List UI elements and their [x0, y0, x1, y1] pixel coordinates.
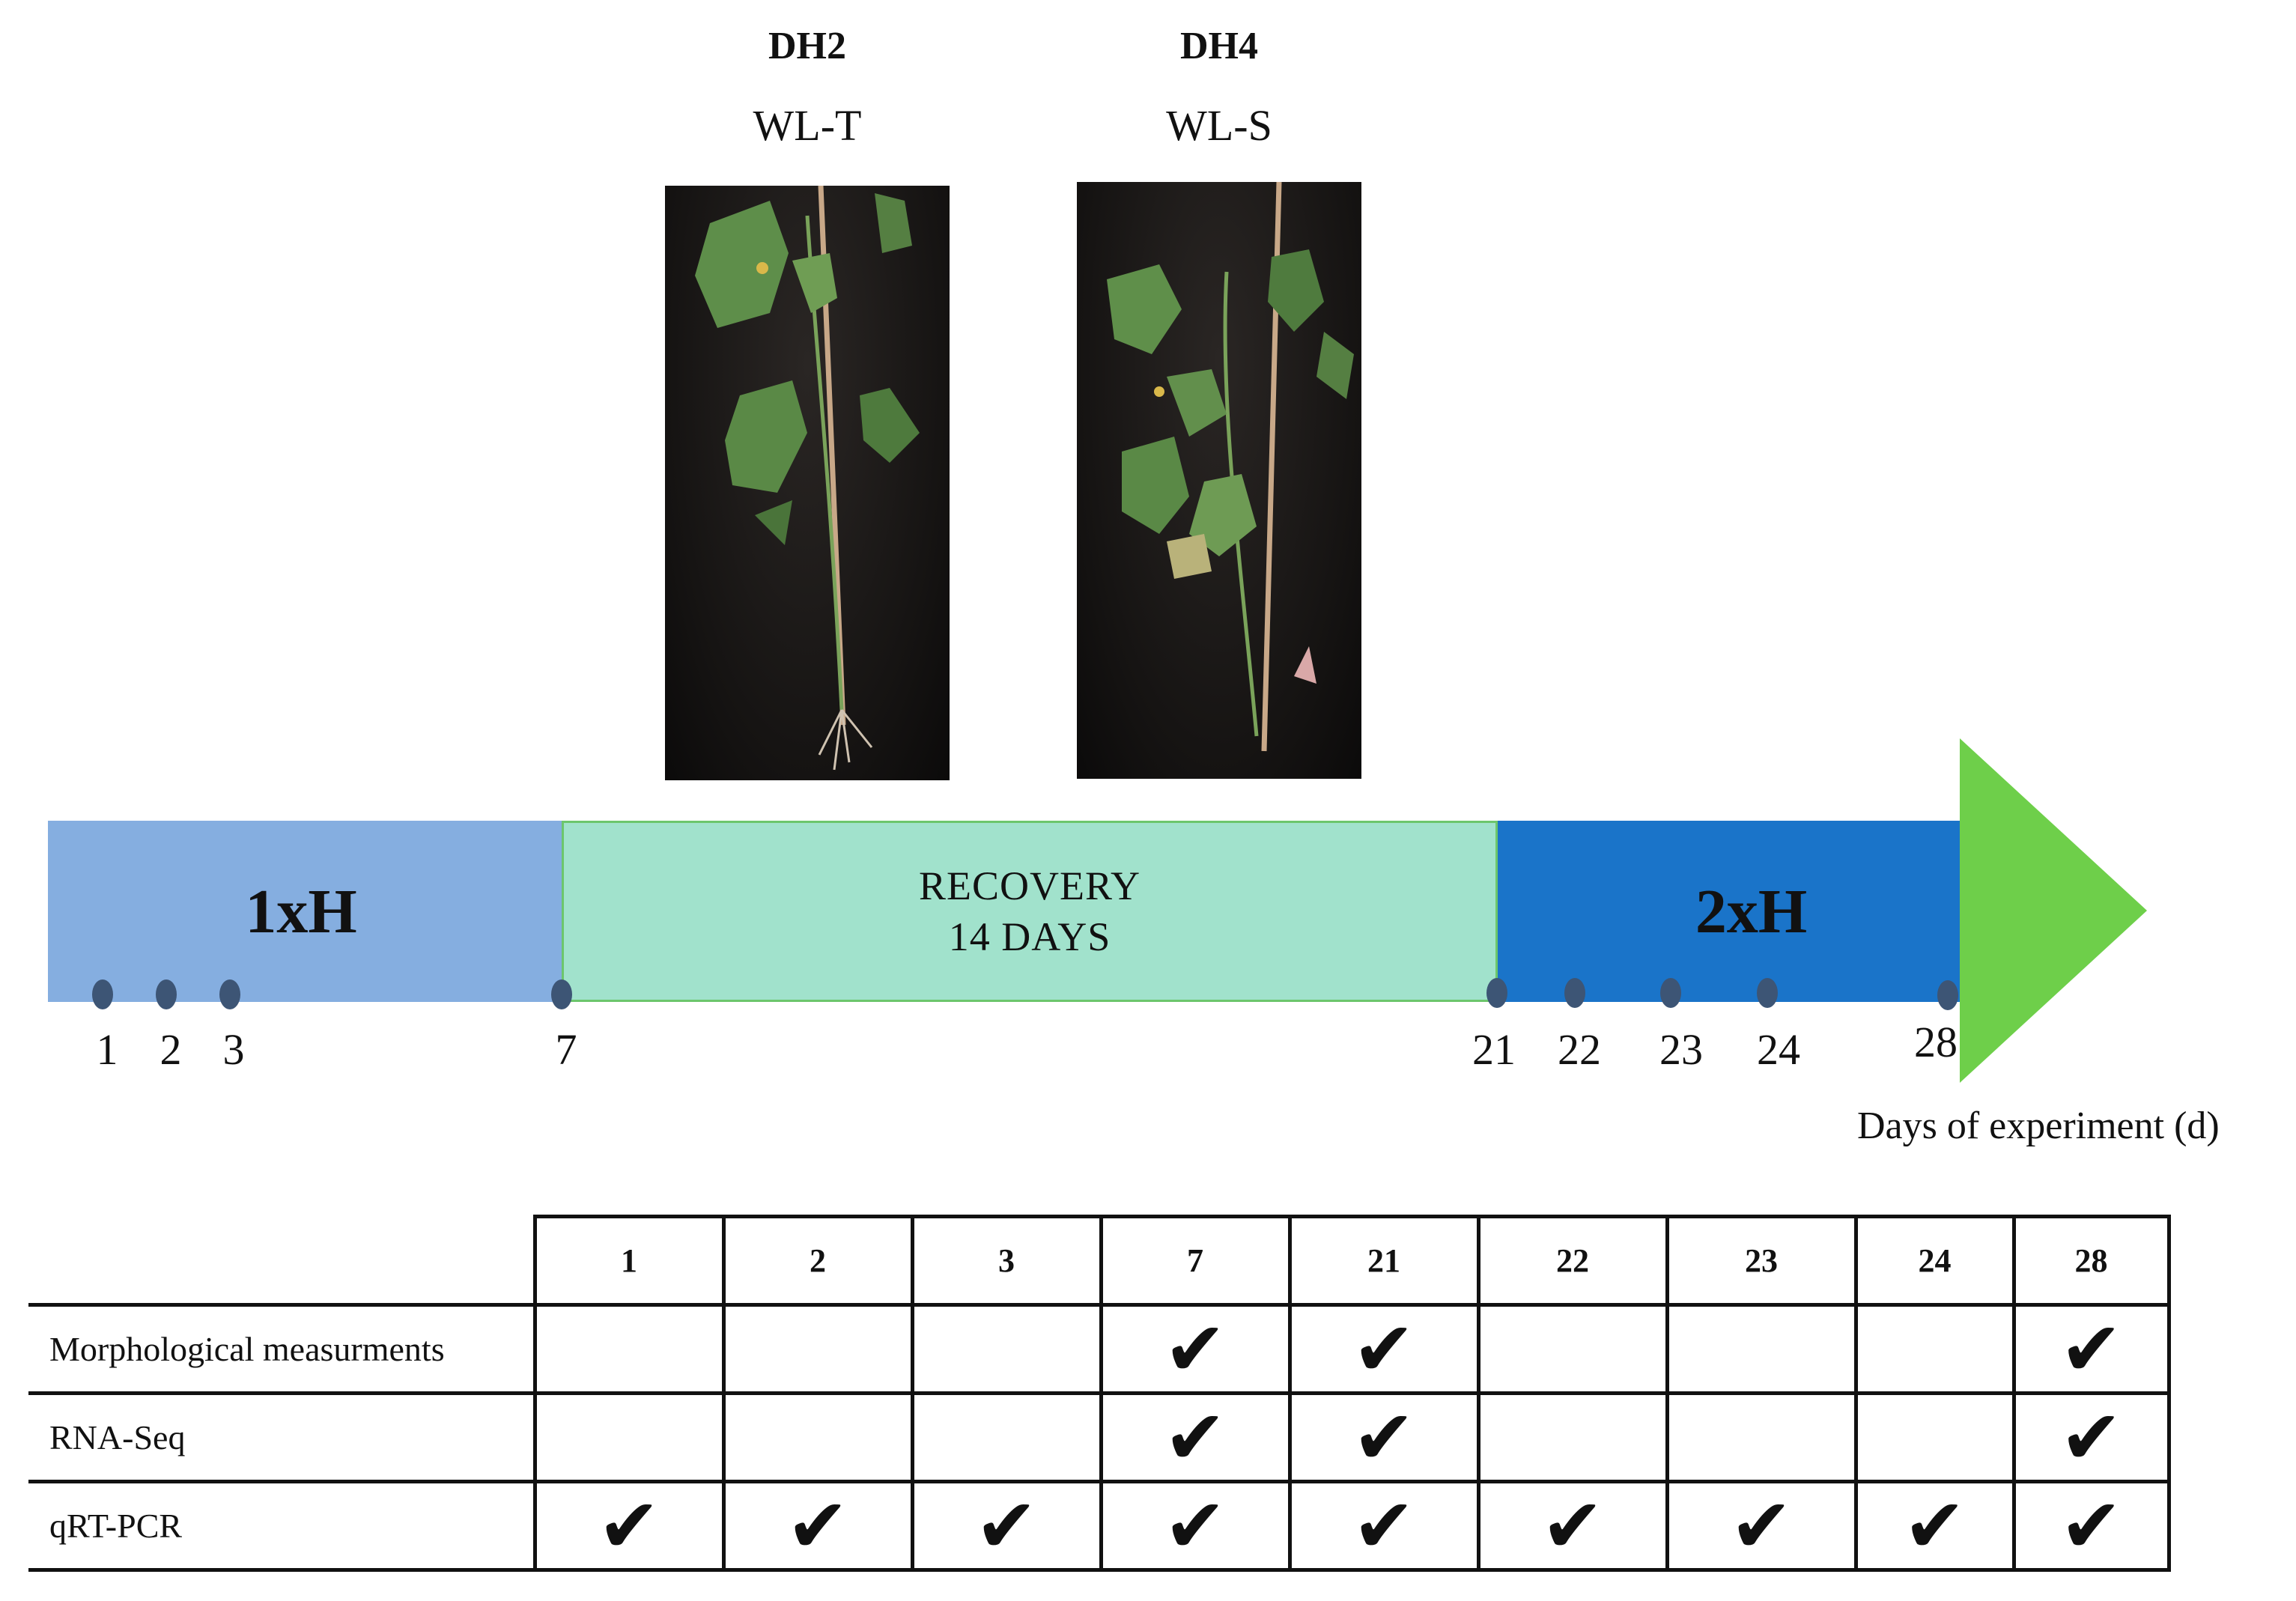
day-marker-dot [1564, 978, 1585, 1008]
table-cell: ✔ [2011, 1303, 2171, 1395]
timeline-day-label: 21 [1472, 1025, 1516, 1074]
plant-photo-dh4 [1077, 182, 1361, 779]
table-row-label: Morphological measurments [28, 1303, 537, 1395]
timeline-day-label: 23 [1659, 1025, 1703, 1074]
table-cell: ✔ [1476, 1480, 1669, 1572]
table-cell: ✔ [1287, 1480, 1480, 1572]
table-cell: ✔ [1099, 1303, 1292, 1395]
table-cell [721, 1303, 914, 1395]
day-marker-dot [1660, 978, 1681, 1008]
timeline-day-label: 2 [160, 1025, 182, 1074]
table-cell: ✔ [2011, 1480, 2171, 1572]
genotype-label-wlt: WL-T [753, 101, 862, 150]
check-mark-icon: ✔ [598, 1481, 660, 1570]
check-mark-icon: ✔ [1352, 1304, 1415, 1393]
genotype-title-dh2: DH2 [768, 25, 846, 67]
phase-1xH-bar: 1xH [48, 821, 562, 1002]
table-day-header: 7 [1099, 1215, 1292, 1307]
genotype-title-dh4: DH4 [1180, 25, 1258, 67]
check-mark-icon: ✔ [2059, 1304, 2123, 1393]
recovery-duration: 14 DAYS [948, 914, 1111, 959]
day-marker-dot [156, 979, 177, 1009]
phase-1xH-label: 1xH [245, 876, 357, 947]
table-cell [721, 1391, 914, 1483]
check-mark-icon: ✔ [975, 1481, 1038, 1570]
timeline-axis-label: Days of experiment (d) [1857, 1105, 2220, 1147]
phase-2xH-label: 2xH [1695, 876, 1808, 947]
check-mark-icon: ✔ [1352, 1393, 1415, 1481]
plant-photo-dh2 [665, 186, 950, 780]
phase-2xH-bar: 2xH [1498, 821, 1960, 1002]
recovery-label: RECOVERY [918, 863, 1141, 908]
table-cell: ✔ [1665, 1480, 1858, 1572]
check-mark-icon: ✔ [2059, 1393, 2123, 1481]
table-cell: ✔ [1287, 1391, 1480, 1483]
table-day-header: 21 [1287, 1215, 1480, 1307]
table-row: qRT-PCR ✔ ✔ ✔ ✔ ✔ ✔ ✔ ✔ ✔ [28, 1480, 2171, 1572]
table-row: RNA-Seq ✔ ✔ ✔ [28, 1391, 2171, 1483]
timeline-day-label: 1 [96, 1025, 118, 1074]
table-cell [1853, 1391, 2016, 1483]
day-marker-dot [1486, 978, 1507, 1008]
check-mark-icon: ✔ [1164, 1304, 1227, 1393]
day-marker-dot [551, 979, 572, 1009]
table-cell [1665, 1303, 1858, 1395]
table-cell: ✔ [721, 1480, 914, 1572]
genotype-label-wls: WL-S [1166, 101, 1272, 150]
timeline-day-label: 24 [1757, 1025, 1800, 1074]
timeline-day-label: 28 [1914, 1018, 1958, 1066]
sampling-schedule-table: 1 2 3 7 21 22 23 24 28 Morphological mea… [28, 1215, 2171, 1572]
phase-recovery-bar: RECOVERY 14 DAYS [562, 821, 1498, 1002]
timeline-arrow-head [1960, 738, 2147, 1083]
day-marker-dot [1937, 980, 1958, 1010]
table-cell [910, 1391, 1103, 1483]
check-mark-icon: ✔ [2059, 1481, 2123, 1570]
table-day-header: 3 [910, 1215, 1103, 1307]
check-mark-icon: ✔ [786, 1481, 849, 1570]
table-cell [532, 1391, 726, 1483]
table-cell: ✔ [910, 1480, 1103, 1572]
check-mark-icon: ✔ [1164, 1481, 1227, 1570]
table-day-header: 2 [721, 1215, 914, 1307]
table-row-label: qRT-PCR [28, 1480, 537, 1572]
check-mark-icon: ✔ [1541, 1481, 1604, 1570]
check-mark-icon: ✔ [1730, 1481, 1793, 1570]
table-day-header: 24 [1853, 1215, 2016, 1307]
day-marker-dot [219, 979, 240, 1009]
timeline-day-label: 7 [555, 1025, 577, 1074]
day-marker-dot [1757, 978, 1778, 1008]
table-cell: ✔ [1099, 1480, 1292, 1572]
table-cell: ✔ [2011, 1391, 2171, 1483]
table-day-header: 1 [532, 1215, 726, 1307]
timeline-day-label: 22 [1558, 1025, 1601, 1074]
table-cell [1665, 1391, 1858, 1483]
table-cell [910, 1303, 1103, 1395]
plant-illustration [695, 186, 920, 771]
table-header-row: 1 2 3 7 21 22 23 24 28 [28, 1215, 2171, 1307]
table-row-label: RNA-Seq [28, 1391, 537, 1483]
table-day-header: 23 [1665, 1215, 1858, 1307]
table-cell: ✔ [532, 1480, 726, 1572]
table-cell [1476, 1303, 1669, 1395]
day-marker-dot [92, 979, 113, 1009]
table-cell [1853, 1303, 2016, 1395]
timeline-day-label: 3 [222, 1025, 245, 1074]
check-mark-icon: ✔ [1164, 1393, 1227, 1481]
table-cell: ✔ [1287, 1303, 1480, 1395]
check-mark-icon: ✔ [1352, 1481, 1415, 1570]
table-cell [532, 1303, 726, 1395]
table-row: Morphological measurments ✔ ✔ ✔ [28, 1303, 2171, 1395]
table-day-header: 28 [2011, 1215, 2171, 1307]
table-day-header: 22 [1476, 1215, 1669, 1307]
table-cell: ✔ [1853, 1480, 2016, 1572]
table-cell: ✔ [1099, 1391, 1292, 1483]
plant-illustration [1107, 182, 1354, 752]
table-cell [1476, 1391, 1669, 1483]
table-corner-cell [28, 1216, 537, 1307]
check-mark-icon: ✔ [1903, 1481, 1967, 1570]
